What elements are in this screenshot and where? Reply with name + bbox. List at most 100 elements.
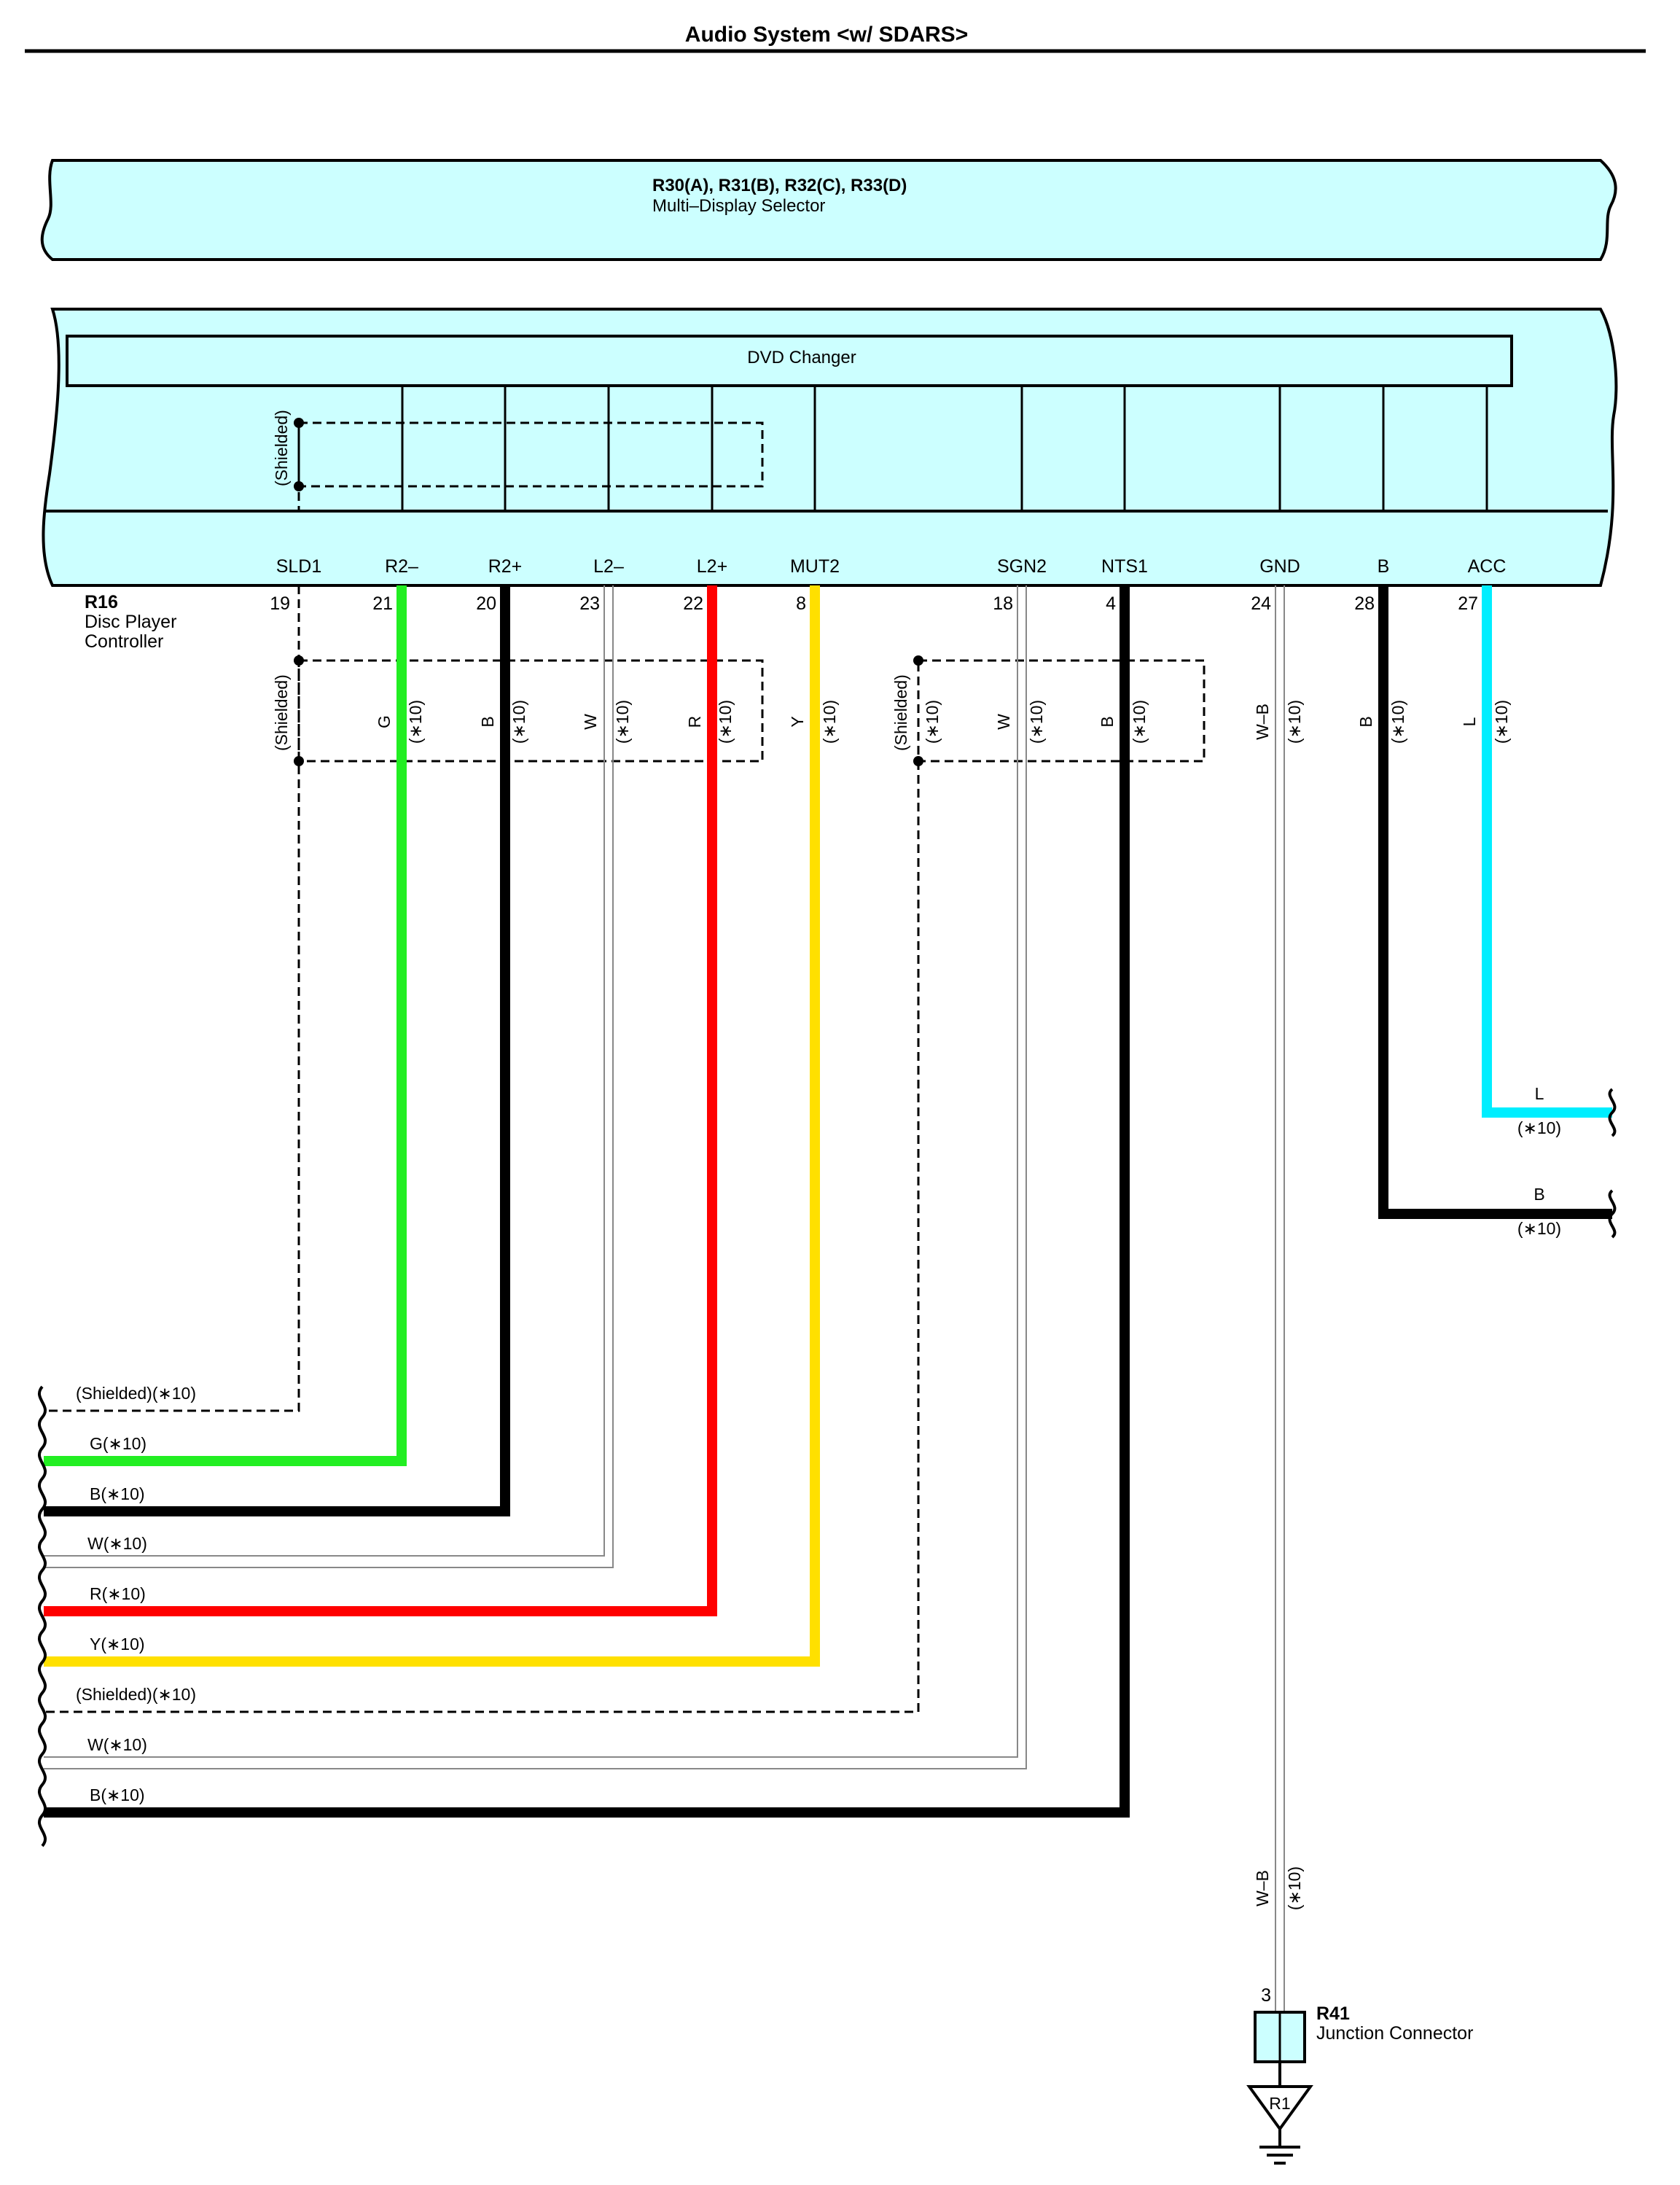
- shield-dot: [294, 481, 304, 491]
- left-exit-labels: (Shielded)(∗10) G(∗10) B(∗10) W(∗10) R(∗…: [76, 1384, 196, 1804]
- pin-name: ACC: [1468, 556, 1507, 577]
- pin-number: 4: [1106, 593, 1116, 614]
- left-exit-label: R(∗10): [90, 1584, 146, 1603]
- wire-blue-acc: [1482, 585, 1612, 1118]
- right-exit-label: B: [1534, 1185, 1544, 1204]
- left-exit-label: G(∗10): [90, 1434, 146, 1453]
- left-exit-label: W(∗10): [87, 1534, 147, 1553]
- pin-number: 21: [372, 593, 393, 614]
- pin-names: SLD1 R2– R2+ L2– L2+ MUT2 SGN2 NTS1 GND …: [276, 556, 1507, 577]
- internal-shield-label: (Shielded): [272, 410, 291, 486]
- pin-name: SGN2: [997, 556, 1047, 577]
- device-name-line1: Disc Player: [85, 612, 176, 632]
- ground-wire-label: W–B: [1253, 1870, 1272, 1906]
- wire-label: B: [478, 716, 497, 727]
- wire-label: B: [1356, 716, 1375, 727]
- ground-label: R1: [1269, 2094, 1290, 2113]
- pin-name: R2+: [488, 556, 523, 577]
- wire-note: (∗10): [613, 700, 632, 744]
- pin-number: 22: [683, 593, 703, 614]
- shield-dot: [294, 756, 304, 766]
- pin-number: 24: [1251, 593, 1271, 614]
- dvd-changer-label: DVD Changer: [747, 348, 856, 367]
- dvd-changer-box: [66, 335, 1513, 387]
- left-exit-label: Y(∗10): [90, 1635, 145, 1654]
- wire-label: W: [581, 714, 600, 730]
- wire-sld1-shield: [44, 585, 300, 1412]
- pin-name: NTS1: [1101, 556, 1148, 577]
- left-exit-label: W(∗10): [87, 1735, 147, 1754]
- pin-number: 20: [476, 593, 496, 614]
- pin-number: 18: [993, 593, 1013, 614]
- wire-label: L: [1460, 717, 1479, 726]
- shield-box-1: [297, 659, 764, 763]
- right-wavy-break: [1608, 1088, 1617, 1137]
- wire-note-labels: (∗10) (∗10) (∗10) (∗10) (∗10) (∗10) (∗10…: [406, 700, 1511, 744]
- shield-box-1-label: (Shielded): [272, 674, 291, 751]
- wire-note: (∗10): [716, 700, 735, 744]
- wire-red: [44, 585, 717, 1616]
- wires: [44, 585, 1612, 2012]
- wire-note: (∗10): [406, 700, 425, 744]
- wire-black-r2plus: [44, 585, 510, 1516]
- right-exit-note: (∗10): [1517, 1219, 1561, 1238]
- wire-color-labels: G B W R Y W B W–B B L: [375, 704, 1479, 740]
- wire-note: (∗10): [509, 700, 528, 744]
- shield-box-2: [917, 659, 1206, 763]
- device-cell-dividers: [401, 386, 1488, 511]
- wire-black-nts1: [44, 585, 1130, 1818]
- wire-white-l2minus: [44, 585, 605, 1557]
- wire-note: (∗10): [1130, 700, 1149, 744]
- wire-label: B: [1098, 716, 1117, 727]
- wire-note: (∗10): [820, 700, 839, 744]
- junction-id: R41: [1316, 2003, 1350, 2024]
- wire-label: R: [685, 716, 704, 728]
- wire-label: W: [994, 714, 1013, 730]
- multi-display-selector-id: R30(A), R31(B), R32(C), R33(D): [652, 176, 907, 195]
- wire-note: (∗10): [1492, 700, 1511, 744]
- pin-numbers: 19 21 20 23 22 8 18 4 24 28 27: [270, 593, 1478, 614]
- pin-name: SLD1: [276, 556, 322, 577]
- right-exit-note: (∗10): [1517, 1118, 1561, 1137]
- pin-number: 23: [579, 593, 600, 614]
- device-id: R16: [85, 592, 118, 612]
- shield-dot: [294, 418, 304, 428]
- wire-green: [44, 585, 407, 1466]
- left-wavy-break: [37, 1385, 47, 1847]
- wire-note: (∗10): [923, 700, 942, 744]
- device-name-line2: Controller: [85, 631, 163, 652]
- junction-pin-number: 3: [1261, 1985, 1271, 2006]
- left-exit-label: B(∗10): [90, 1484, 145, 1503]
- pin-number: 28: [1354, 593, 1375, 614]
- pin-name: L2+: [697, 556, 727, 577]
- shield-box-2-label: (Shielded): [891, 674, 910, 751]
- pin-number: 19: [270, 593, 290, 614]
- wire-label: W–B: [1253, 704, 1272, 740]
- pin-number: 27: [1458, 593, 1478, 614]
- left-exit-label: (Shielded)(∗10): [76, 1384, 196, 1403]
- wire-shield-2: [44, 761, 920, 1713]
- page-title: Audio System <w/ SDARS>: [685, 23, 968, 47]
- left-exit-label: B(∗10): [90, 1785, 145, 1804]
- right-wavy-break: [1608, 1189, 1617, 1239]
- ground-wire-note: (∗10): [1285, 1866, 1304, 1910]
- right-exit-label: L: [1535, 1084, 1544, 1103]
- wire-label: G: [375, 715, 394, 728]
- wire-note: (∗10): [1285, 700, 1304, 744]
- multi-display-selector-name: Multi–Display Selector: [652, 196, 825, 216]
- shield-dot: [913, 655, 923, 666]
- pin-name: MUT2: [790, 556, 840, 577]
- wire-note: (∗10): [1027, 700, 1046, 744]
- pin-name: L2–: [593, 556, 624, 577]
- wire-yellow: [44, 585, 820, 1667]
- wire-white-l2minus-b: [44, 585, 614, 1568]
- wire-note: (∗10): [1388, 700, 1407, 744]
- pin-name: B: [1378, 556, 1390, 577]
- ground-icon: [1246, 2085, 1313, 2132]
- pin-name: GND: [1259, 556, 1300, 577]
- wire-label: Y: [788, 716, 807, 727]
- left-exit-label: (Shielded)(∗10): [76, 1685, 196, 1704]
- wire-white-sgn2-b: [44, 585, 1027, 1769]
- multi-display-selector-block: [40, 159, 1617, 261]
